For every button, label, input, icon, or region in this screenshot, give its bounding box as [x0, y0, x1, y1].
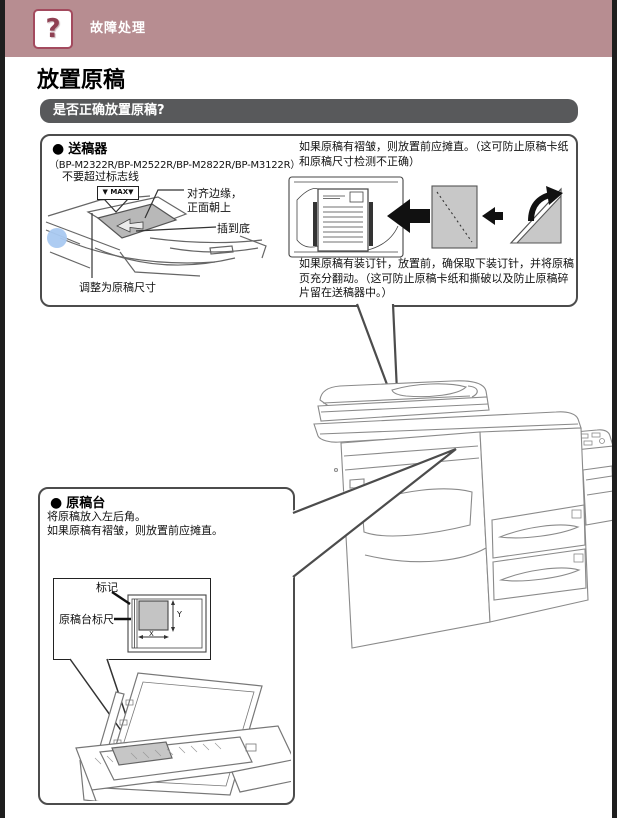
page-title: 放置原稿 — [37, 68, 126, 93]
label-insert-depth: 插到底 — [217, 222, 250, 235]
question-icon: ? — [33, 9, 73, 49]
label-x: X — [149, 630, 154, 638]
bullet-icon: ● — [50, 495, 63, 511]
platen-heading-text: 原稿台 — [66, 496, 106, 511]
page-edge-right — [612, 0, 617, 818]
platen-note-1: 将原稿放入左后角。 — [47, 510, 146, 523]
feeder-heading: ●送稿器 — [52, 138, 107, 157]
platen-heading: ●原稿台 — [50, 492, 105, 511]
max-tag: ▼ MAX▼ — [97, 186, 139, 200]
bullet-icon: ● — [52, 141, 65, 157]
note-wrinkle: 如果原稿有褶皱，则放置前应摊直。（这可防止原稿卡纸和原稿尺寸检测不正确） — [299, 140, 569, 168]
header-band — [5, 0, 612, 57]
question-bar: 是否正确放置原稿? — [40, 99, 578, 123]
feeder-models: （BP-M2322R/BP-M2522R/BP-M2822R/BP-M3122R… — [49, 160, 301, 171]
label-mark: 标记 — [96, 581, 118, 594]
feeder-heading-text: 送稿器 — [68, 142, 108, 157]
header-label: 故障处理 — [90, 21, 147, 36]
label-align-edge-1: 对齐边缘， — [187, 187, 242, 200]
printer-illustration — [313, 380, 615, 649]
label-align-edge-2: 正面朝上 — [187, 201, 231, 214]
label-adjust-size: 调整为原稿尺寸 — [79, 281, 156, 294]
page-edge-left — [0, 0, 5, 818]
callout-tail-left — [292, 447, 457, 579]
label-max-line: 不要超过标志线 — [62, 170, 139, 183]
label-y: Y — [177, 610, 182, 619]
platen-note-2: 如果原稿有褶皱，则放置前应摊直。 — [47, 524, 223, 537]
label-platen-scale: 原稿台标尺 — [59, 613, 114, 626]
callout-tail-top — [355, 303, 400, 415]
note-staple: 如果原稿有装订针，放置前，确保取下装订针，并将原稿页充分翻动。（这可防止原稿卡纸… — [299, 257, 574, 299]
